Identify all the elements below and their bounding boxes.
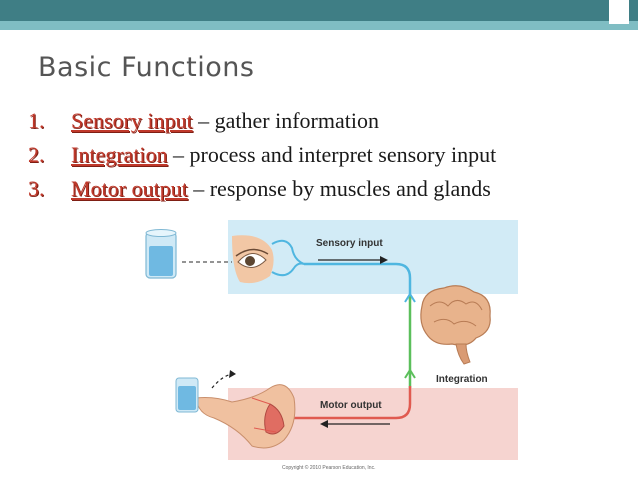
motion-arrow bbox=[212, 374, 232, 388]
sensory-label: Sensory input bbox=[316, 238, 383, 249]
water-glass-icon bbox=[146, 230, 176, 279]
held-glass-icon bbox=[176, 378, 198, 412]
motor-label: Motor output bbox=[320, 400, 382, 411]
copyright-text: Copyright © 2010 Pearson Education, Inc. bbox=[282, 464, 375, 471]
brain-icon bbox=[421, 286, 490, 364]
integration-label: Integration bbox=[436, 374, 488, 385]
motion-arrowhead bbox=[229, 370, 236, 378]
